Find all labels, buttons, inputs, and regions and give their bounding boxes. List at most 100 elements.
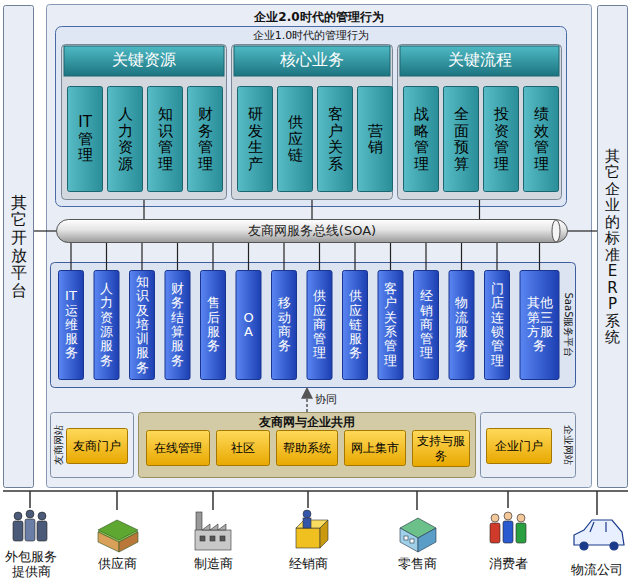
box-label: IT管理 <box>78 114 93 164</box>
box-label: 客户关系管理 <box>384 282 397 368</box>
service-box-shape <box>165 271 190 380</box>
portal-box-shape <box>413 431 470 467</box>
portal-box: 帮助系统 <box>276 430 338 466</box>
box-label: 移动商务 <box>278 296 291 353</box>
service-box-shape <box>307 271 332 380</box>
bus-connector <box>425 243 426 270</box>
bus-connector <box>106 243 107 270</box>
portal-box: 网上集市 <box>344 430 406 466</box>
portal-box: 友商门户 <box>66 428 128 464</box>
side-platform-box: 其它企业的标准ERP系统 <box>597 5 628 488</box>
box-label: OA <box>242 311 255 340</box>
module-box-shape <box>238 87 273 192</box>
box-label: 企业网站 <box>561 425 575 465</box>
service-box-shape <box>414 271 439 380</box>
outer-panel: IT管理人力资源知识管理财务管理关键资源研发生产供应链客户关系营销核心业务战略管… <box>46 4 592 488</box>
portal-box: 社区 <box>216 430 270 466</box>
box-label: 社区 <box>231 441 255 455</box>
collaboration-arrow <box>306 388 308 412</box>
edge-label: 协同 <box>313 392 339 407</box>
service-bus: 友商网服务总线(SOA) <box>56 219 568 243</box>
service-box-shape <box>130 271 155 380</box>
bus-connector <box>212 243 213 270</box>
service-bus-shape <box>57 220 568 243</box>
manufacturer-icon <box>195 512 231 550</box>
box-label: 经销商管理 <box>420 289 433 360</box>
box-label: SaaS服务平台 <box>561 293 575 358</box>
service-box: 客户关系管理 <box>378 270 404 380</box>
bus-connector <box>479 200 480 219</box>
module-box: 人力资源 <box>107 86 143 192</box>
bus-connector <box>319 243 320 270</box>
outer-panel-shape <box>47 5 592 488</box>
module-box-shape <box>358 87 393 192</box>
party-label: 消费者 <box>478 556 538 571</box>
service-box: 售后服务 <box>200 270 226 380</box>
module-box-shape <box>524 87 559 192</box>
module-box: 绩效管理 <box>523 86 559 192</box>
box-label: 客户关系 <box>328 106 343 172</box>
box-label: 友商网站 <box>52 425 66 465</box>
box-label: 在线管理 <box>154 441 202 455</box>
bus-connector <box>34 230 56 231</box>
box-label: 网上集市 <box>351 441 399 455</box>
box-label: 战略管理 <box>414 106 429 172</box>
service-box-shape <box>378 271 403 380</box>
service-box-shape <box>59 271 84 380</box>
party-label: 外包服务提供商 <box>2 549 60 579</box>
box-label: 知识及培训服务 <box>136 275 149 375</box>
service-box: 移动商务 <box>271 270 297 380</box>
bus-connector <box>311 200 312 219</box>
box-label: 投资管理 <box>494 106 509 172</box>
inner-panel-shape <box>56 27 567 207</box>
module-box-shape <box>318 87 353 192</box>
module-box-shape <box>484 87 519 192</box>
module-box: 战略管理 <box>403 86 439 192</box>
party-label: 经销商 <box>278 556 338 571</box>
panel-heading: 企业2.0时代的管理行为 <box>46 9 592 26</box>
box-label: 友商网服务总线(SOA) <box>248 223 376 239</box>
group-box: 战略管理 全面预算 投资管理 绩效管理 关键流程 <box>397 44 562 200</box>
group-box-shape <box>232 45 393 200</box>
side-platform-box: 其它开放平台 <box>3 5 34 488</box>
service-box-shape <box>94 271 119 380</box>
bus-line <box>3 491 628 515</box>
module-box-shape <box>278 87 313 192</box>
bus-connector <box>496 243 497 270</box>
service-box-shape <box>343 271 368 380</box>
group-box-shape <box>62 45 227 200</box>
service-box: 供应商管理 <box>307 270 333 380</box>
bus-connector <box>141 243 142 270</box>
service-box-shape <box>520 271 559 380</box>
box-label: 研发生产 <box>248 106 263 172</box>
box-label: 财务结算服务 <box>171 282 184 368</box>
group-box-shape <box>398 45 562 200</box>
side-platform-box-shape <box>598 6 628 488</box>
inner-panel: IT管理人力资源知识管理财务管理关键资源研发生产供应链客户关系营销核心业务战略管… <box>55 26 567 207</box>
bus-connector <box>248 243 249 270</box>
bus-connector <box>390 243 391 270</box>
portal-box-shape <box>67 429 128 464</box>
service-box: 其他第三方服务 <box>520 270 560 380</box>
box-label: 人力资源 <box>118 106 133 172</box>
bus-connector <box>539 243 540 270</box>
outsourcer-icon <box>13 510 47 541</box>
bus-connector <box>354 243 355 270</box>
shared-panel: 在线管理社区帮助系统网上集市支持与服务友商网与企业共用 <box>138 412 476 478</box>
service-box: 供应链服务 <box>342 270 368 380</box>
box-label: 绩效管理 <box>534 106 549 172</box>
party-label: 制造商 <box>183 556 243 571</box>
website-panel-shape <box>51 413 134 478</box>
module-box-shape <box>404 87 439 192</box>
box-label: 人力资源服务 <box>100 282 113 368</box>
portal-box: 在线管理 <box>146 430 210 466</box>
service-box-shape <box>485 271 510 380</box>
platform-panel: IT运维服务人力资源服务知识及培训服务财务结算服务售后服务OA移动商务供应商管理… <box>50 262 576 388</box>
box-label: 其它开放平台 <box>11 194 27 300</box>
consumer-icon <box>490 512 526 543</box>
box-label: 全面预算 <box>454 106 469 172</box>
module-box: 知识管理 <box>147 86 183 192</box>
portal-box-shape <box>345 431 406 466</box>
panel-heading: 关键流程 <box>397 44 562 76</box>
module-box: 财务管理 <box>187 86 223 192</box>
